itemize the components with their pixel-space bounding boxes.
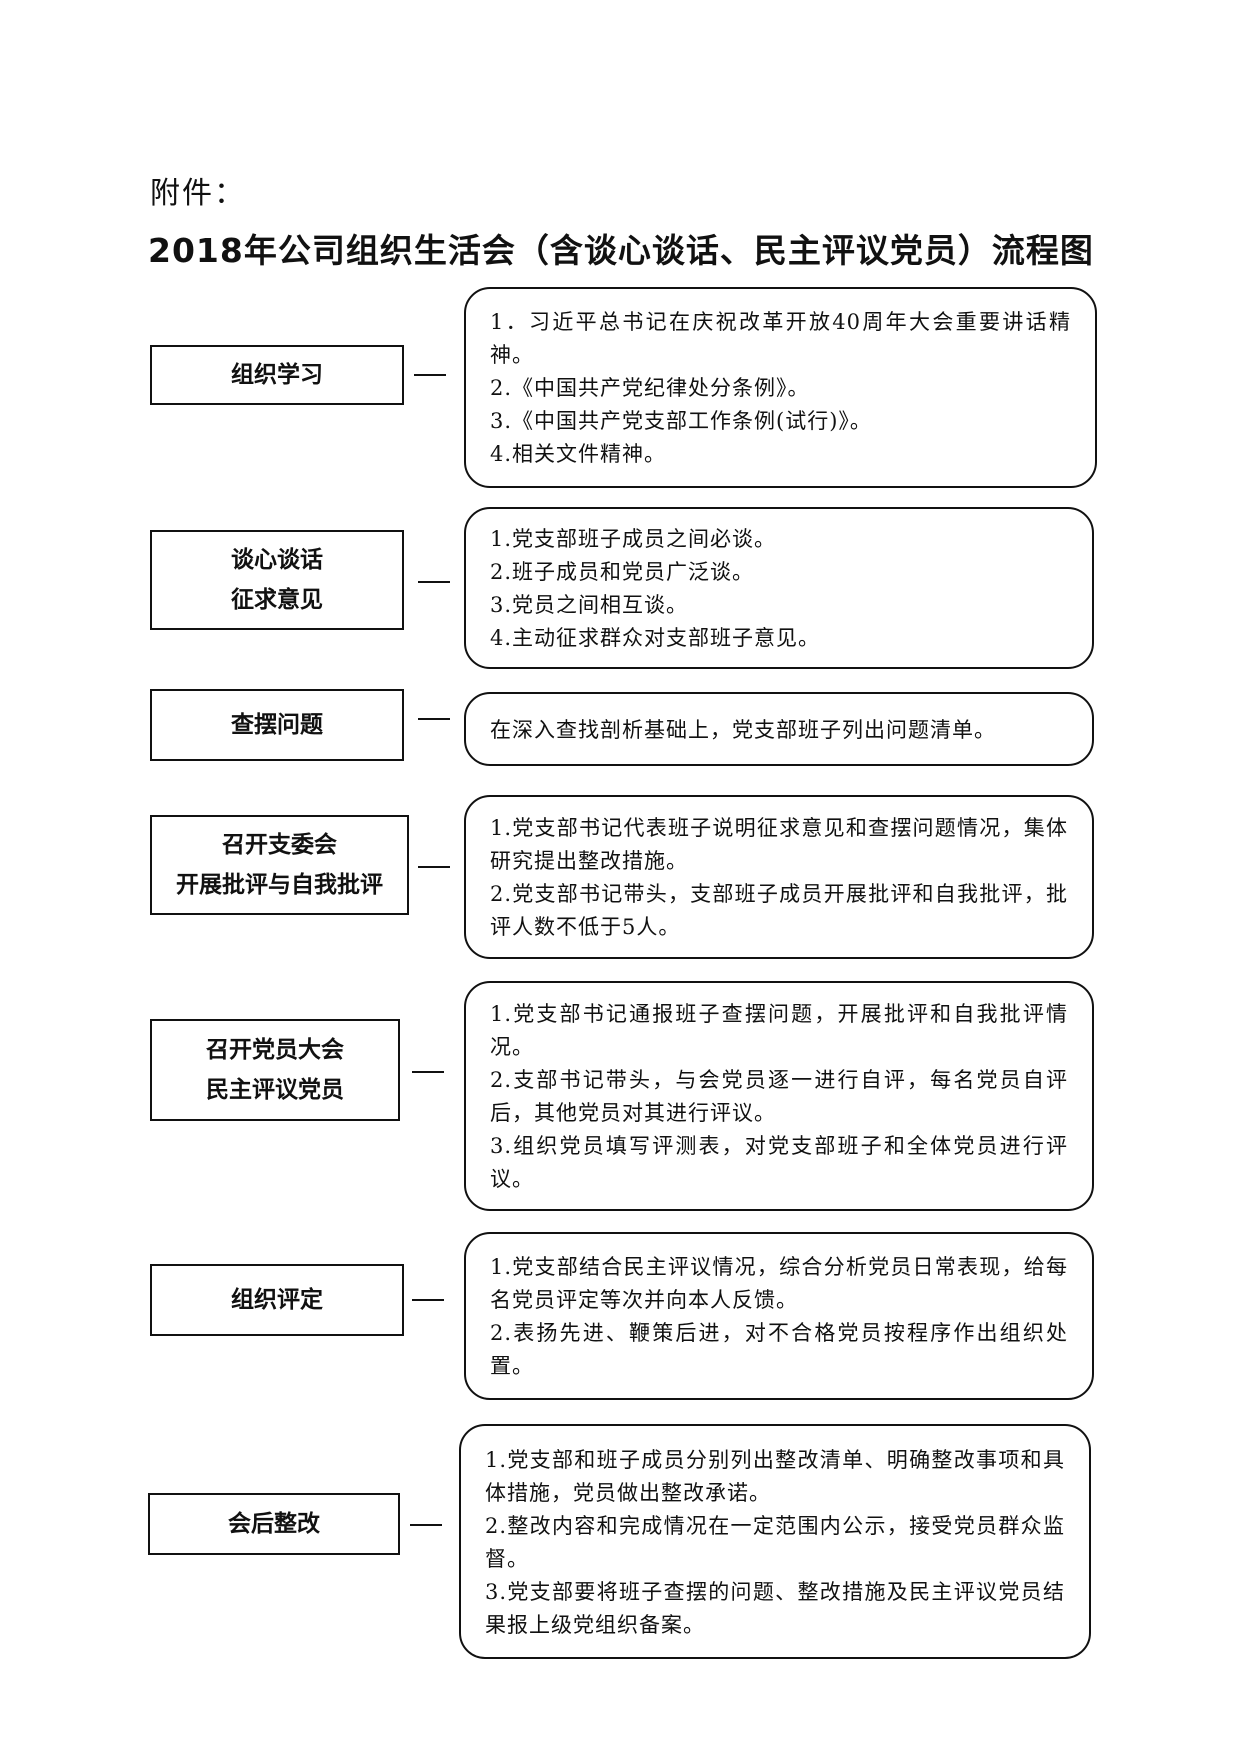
flow-step-2-line-2: 征求意见 [231, 587, 323, 613]
flow-step-1-label: 组织学习 [231, 362, 323, 388]
flow-detail-7: 1.党支部和班子成员分别列出整改清单、明确整改事项和具体措施，党员做出整改承诺。… [459, 1424, 1091, 1659]
detail-7-item-2: 2.整改内容和完成情况在一定范围内公示，接受党员群众监督。 [485, 1513, 1065, 1571]
flow-step-5: 召开党员大会 民主评议党员 [150, 1019, 400, 1121]
flow-step-4-line-1: 召开支委会 [222, 832, 337, 858]
flow-step-2-line-1: 谈心谈话 [231, 547, 323, 573]
detail-7-item-1: 1.党支部和班子成员分别列出整改清单、明确整改事项和具体措施，党员做出整改承诺。 [485, 1447, 1065, 1505]
detail-3-item-1: 在深入查找剖析基础上，党支部班子列出问题清单。 [490, 717, 996, 742]
detail-1-item-1: 1．习近平总书记在庆祝改革开放40周年大会重要讲话精神。 [490, 310, 1071, 367]
detail-2-item-1: 1.党支部班子成员之间必谈。 [490, 527, 777, 551]
attachment-label: 附件： [150, 176, 246, 211]
detail-6-item-1: 1.党支部结合民主评议情况，综合分析党员日常表现，给每名党员评定等次并向本人反馈… [490, 1255, 1068, 1312]
flow-detail-3: 在深入查找剖析基础上，党支部班子列出问题清单。 [464, 692, 1094, 766]
flow-detail-1: 1．习近平总书记在庆祝改革开放40周年大会重要讲话精神。 2.《中国共产党纪律处… [464, 287, 1097, 488]
flow-connector-4 [418, 866, 450, 868]
flow-detail-4: 1.党支部书记代表班子说明征求意见和查摆问题情况，集体研究提出整改措施。 2.党… [464, 795, 1094, 959]
flow-connector-6 [412, 1299, 444, 1301]
flow-connector-1 [414, 374, 446, 376]
flow-step-4: 召开支委会 开展批评与自我批评 [150, 815, 409, 915]
flow-step-2: 谈心谈话 征求意见 [150, 530, 404, 630]
flow-step-6-label: 组织评定 [231, 1287, 323, 1313]
flow-detail-5: 1.党支部书记通报班子查摆问题，开展批评和自我批评情况。 2.支部书记带头，与会… [464, 981, 1094, 1211]
flow-connector-3 [418, 718, 450, 720]
detail-6-item-2: 2.表扬先进、鞭策后进，对不合格党员按程序作出组织处置。 [490, 1321, 1068, 1378]
detail-5-item-3: 3.组织党员填写评测表，对党支部班子和全体党员进行评议。 [490, 1134, 1068, 1191]
detail-2-item-4: 4.主动征求群众对支部班子意见。 [490, 626, 821, 650]
detail-7-item-3: 3.党支部要将班子查摆的问题、整改措施及民主评议党员结果报上级党组织备案。 [485, 1579, 1065, 1637]
flow-step-1: 组织学习 [150, 345, 404, 405]
flow-connector-7 [410, 1524, 442, 1526]
detail-4-item-1: 1.党支部书记代表班子说明征求意见和查摆问题情况，集体研究提出整改措施。 [490, 816, 1068, 873]
flow-step-7-label: 会后整改 [228, 1511, 320, 1537]
flow-detail-2: 1.党支部班子成员之间必谈。 2.班子成员和党员广泛谈。 3.党员之间相互谈。 … [464, 507, 1094, 669]
flow-step-3-label: 查摆问题 [231, 712, 323, 738]
detail-5-item-2: 2.支部书记带头，与会党员逐一进行自评，每名党员自评后，其他党员对其进行评议。 [490, 1068, 1068, 1125]
detail-2-item-3: 3.党员之间相互谈。 [490, 593, 689, 617]
flow-step-5-line-2: 民主评议党员 [206, 1077, 344, 1103]
detail-1-item-4: 4.相关文件精神。 [490, 442, 667, 466]
flow-step-7: 会后整改 [148, 1493, 400, 1555]
flow-step-5-line-1: 召开党员大会 [206, 1037, 344, 1063]
detail-2-item-2: 2.班子成员和党员广泛谈。 [490, 560, 755, 584]
flow-step-4-line-2: 开展批评与自我批评 [176, 872, 383, 898]
flow-connector-2 [418, 581, 450, 583]
detail-5-item-1: 1.党支部书记通报班子查摆问题，开展批评和自我批评情况。 [490, 1002, 1068, 1059]
flow-step-6: 组织评定 [150, 1264, 404, 1336]
flow-step-3: 查摆问题 [150, 689, 404, 761]
detail-1-item-2: 2.《中国共产党纪律处分条例》。 [490, 376, 810, 400]
flow-connector-5 [412, 1071, 444, 1073]
page-title: 2018年公司组织生活会（含谈心谈话、民主评议党员）流程图 [148, 231, 1094, 270]
detail-4-item-2: 2.党支部书记带头，支部班子成员开展批评和自我批评，批评人数不低于5人。 [490, 882, 1068, 939]
detail-1-item-3: 3.《中国共产党支部工作条例(试行)》。 [490, 409, 872, 433]
flow-detail-6: 1.党支部结合民主评议情况，综合分析党员日常表现，给每名党员评定等次并向本人反馈… [464, 1232, 1094, 1400]
